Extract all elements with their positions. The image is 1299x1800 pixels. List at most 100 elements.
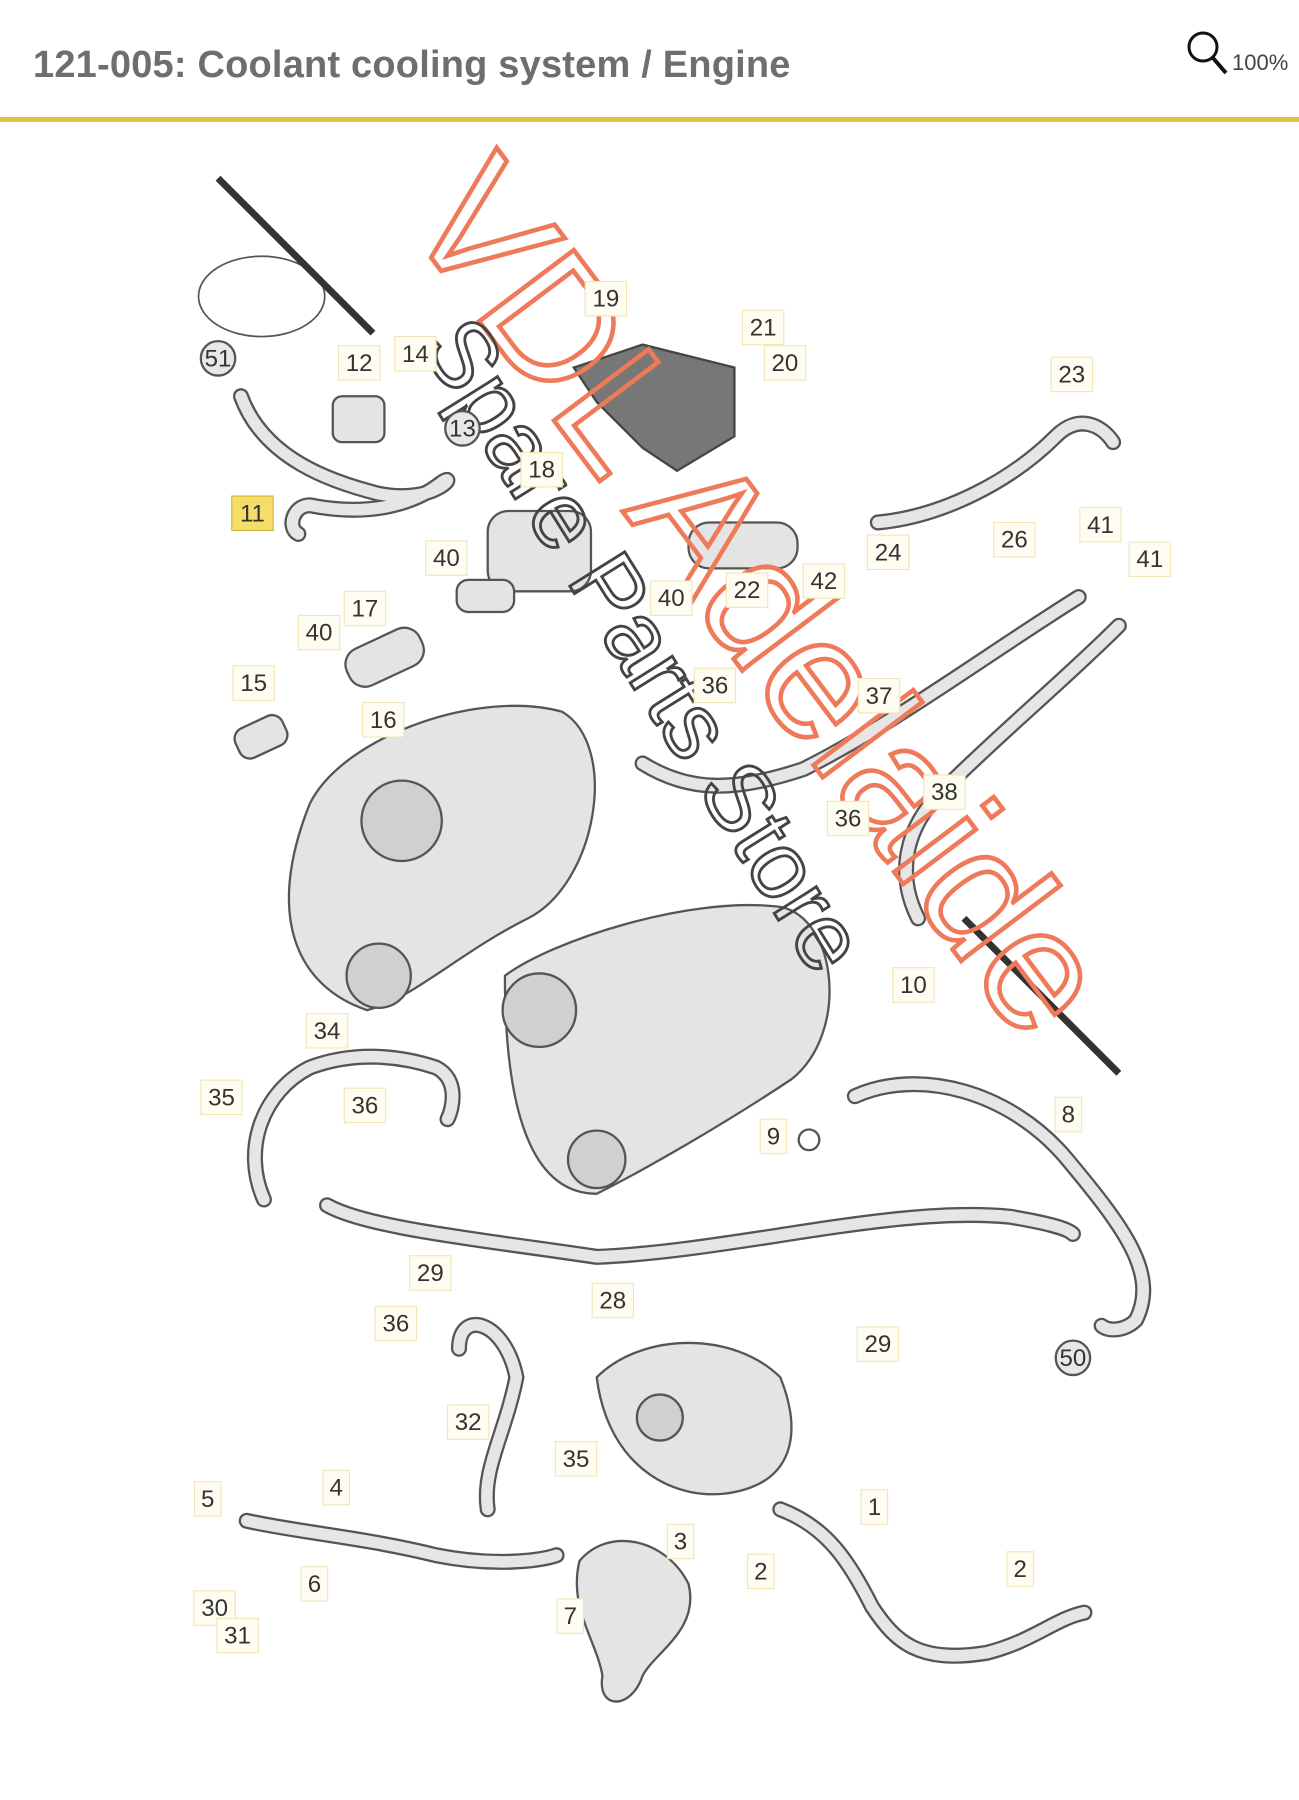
callout-background (556, 1598, 585, 1634)
callout-28[interactable]: 28 (591, 1282, 635, 1319)
callout-26[interactable]: 26 (993, 521, 1036, 558)
callout-background (305, 1013, 349, 1049)
callout-number: 36 (382, 1310, 409, 1337)
connector-15 (233, 713, 289, 760)
callout-17[interactable]: 17 (343, 590, 387, 627)
callout-36[interactable]: 36 (826, 800, 870, 837)
callout-background (650, 580, 693, 616)
callout-number: 40 (658, 585, 685, 612)
callout-42[interactable]: 42 (802, 563, 846, 599)
callout-32[interactable]: 32 (446, 1404, 490, 1440)
callout-5[interactable]: 5 (193, 1481, 222, 1517)
callout-18[interactable]: 18 (520, 451, 563, 488)
callout-36[interactable]: 36 (693, 667, 737, 704)
callout-41[interactable]: 41 (1128, 541, 1172, 577)
callout-15[interactable]: 15 (232, 665, 275, 701)
callout-background (725, 572, 769, 608)
callout-background (520, 451, 563, 488)
callout-background (374, 1305, 418, 1342)
callout-51[interactable]: 51 (199, 340, 237, 377)
callout-background (759, 1118, 788, 1155)
turbocharger-left (287, 704, 596, 1012)
callout-38[interactable]: 38 (923, 774, 966, 810)
callout-22[interactable]: 22 (725, 572, 769, 608)
callout-2[interactable]: 2 (1006, 1551, 1034, 1587)
callout-4[interactable]: 4 (322, 1469, 350, 1506)
callout-number: 15 (240, 670, 267, 697)
zoom-control[interactable]: 100% (1186, 30, 1288, 76)
callout-background (763, 345, 807, 381)
callout-background (866, 534, 910, 571)
callout-11[interactable]: 11 (231, 495, 274, 532)
callout-3[interactable]: 3 (666, 1523, 695, 1560)
callout-50[interactable]: 50 (1054, 1339, 1092, 1377)
callout-29[interactable]: 29 (856, 1326, 900, 1362)
callout-23[interactable]: 23 (1050, 356, 1094, 393)
callout-background (425, 540, 468, 576)
hose-23 (869, 415, 1122, 531)
callout-36[interactable]: 36 (374, 1305, 418, 1342)
zoom-level: 100% (1232, 50, 1289, 75)
callout-number: 17 (352, 596, 379, 623)
callout-background (857, 677, 901, 714)
callout-7[interactable]: 7 (556, 1598, 585, 1634)
callout-number: 38 (931, 779, 958, 806)
callout-number: 5 (201, 1486, 214, 1513)
callout-background (892, 967, 935, 1003)
callout-number: 7 (564, 1603, 577, 1630)
callout-number: 4 (330, 1475, 343, 1502)
callout-background (343, 590, 387, 627)
magnifier-icon (1187, 31, 1228, 75)
callout-6[interactable]: 6 (300, 1566, 329, 1602)
callout-2[interactable]: 2 (747, 1553, 775, 1590)
callout-24[interactable]: 24 (866, 534, 910, 571)
callout-41[interactable]: 41 (1079, 506, 1122, 543)
callout-19[interactable]: 19 (584, 280, 628, 317)
callout-40[interactable]: 40 (425, 540, 468, 576)
callout-background (193, 1481, 222, 1517)
callout-20[interactable]: 20 (763, 345, 807, 381)
callout-number: 1 (868, 1494, 881, 1521)
callout-40[interactable]: 40 (650, 580, 693, 616)
callout-background (1079, 506, 1122, 543)
callout-10[interactable]: 10 (892, 967, 935, 1003)
callout-number: 9 (767, 1123, 780, 1150)
thermostat-housing-7 (575, 1539, 692, 1703)
callout-number: 21 (750, 314, 777, 341)
bracket-19 (571, 343, 736, 473)
callout-background (199, 340, 237, 377)
callout-background (923, 774, 966, 810)
callout-31[interactable]: 31 (216, 1617, 259, 1654)
callout-background (300, 1566, 329, 1602)
callout-13[interactable]: 13 (444, 410, 481, 447)
callout-background (200, 1079, 243, 1116)
callout-12[interactable]: 12 (337, 345, 381, 381)
callout-9[interactable]: 9 (759, 1118, 788, 1155)
callout-number: 28 (599, 1288, 626, 1315)
callout-35[interactable]: 35 (554, 1441, 598, 1477)
callout-35[interactable]: 35 (200, 1079, 243, 1116)
callout-1[interactable]: 1 (860, 1489, 889, 1525)
callout-number: 41 (1136, 546, 1163, 573)
callout-36[interactable]: 36 (343, 1087, 387, 1124)
page-title: 121-005: Coolant cooling system / Engine (33, 44, 791, 86)
callout-background (232, 665, 275, 701)
callout-14[interactable]: 14 (394, 335, 437, 372)
callout-background (693, 667, 737, 704)
callout-background (446, 1404, 490, 1440)
diagram-parts (197, 175, 1152, 1703)
callout-21[interactable]: 21 (741, 309, 785, 346)
crop-mark-line (215, 175, 376, 336)
callout-number: 13 (449, 415, 476, 442)
callout-number: 50 (1060, 1345, 1087, 1372)
callout-8[interactable]: 8 (1054, 1096, 1083, 1133)
callout-16[interactable]: 16 (362, 702, 405, 738)
callout-40[interactable]: 40 (297, 614, 341, 651)
callout-background (362, 702, 405, 738)
callout-background (747, 1553, 775, 1590)
callout-29[interactable]: 29 (409, 1255, 452, 1291)
crop-mark-line (961, 915, 1122, 1076)
callout-37[interactable]: 37 (857, 677, 901, 714)
callout-34[interactable]: 34 (305, 1013, 349, 1049)
callout-background (826, 800, 870, 837)
